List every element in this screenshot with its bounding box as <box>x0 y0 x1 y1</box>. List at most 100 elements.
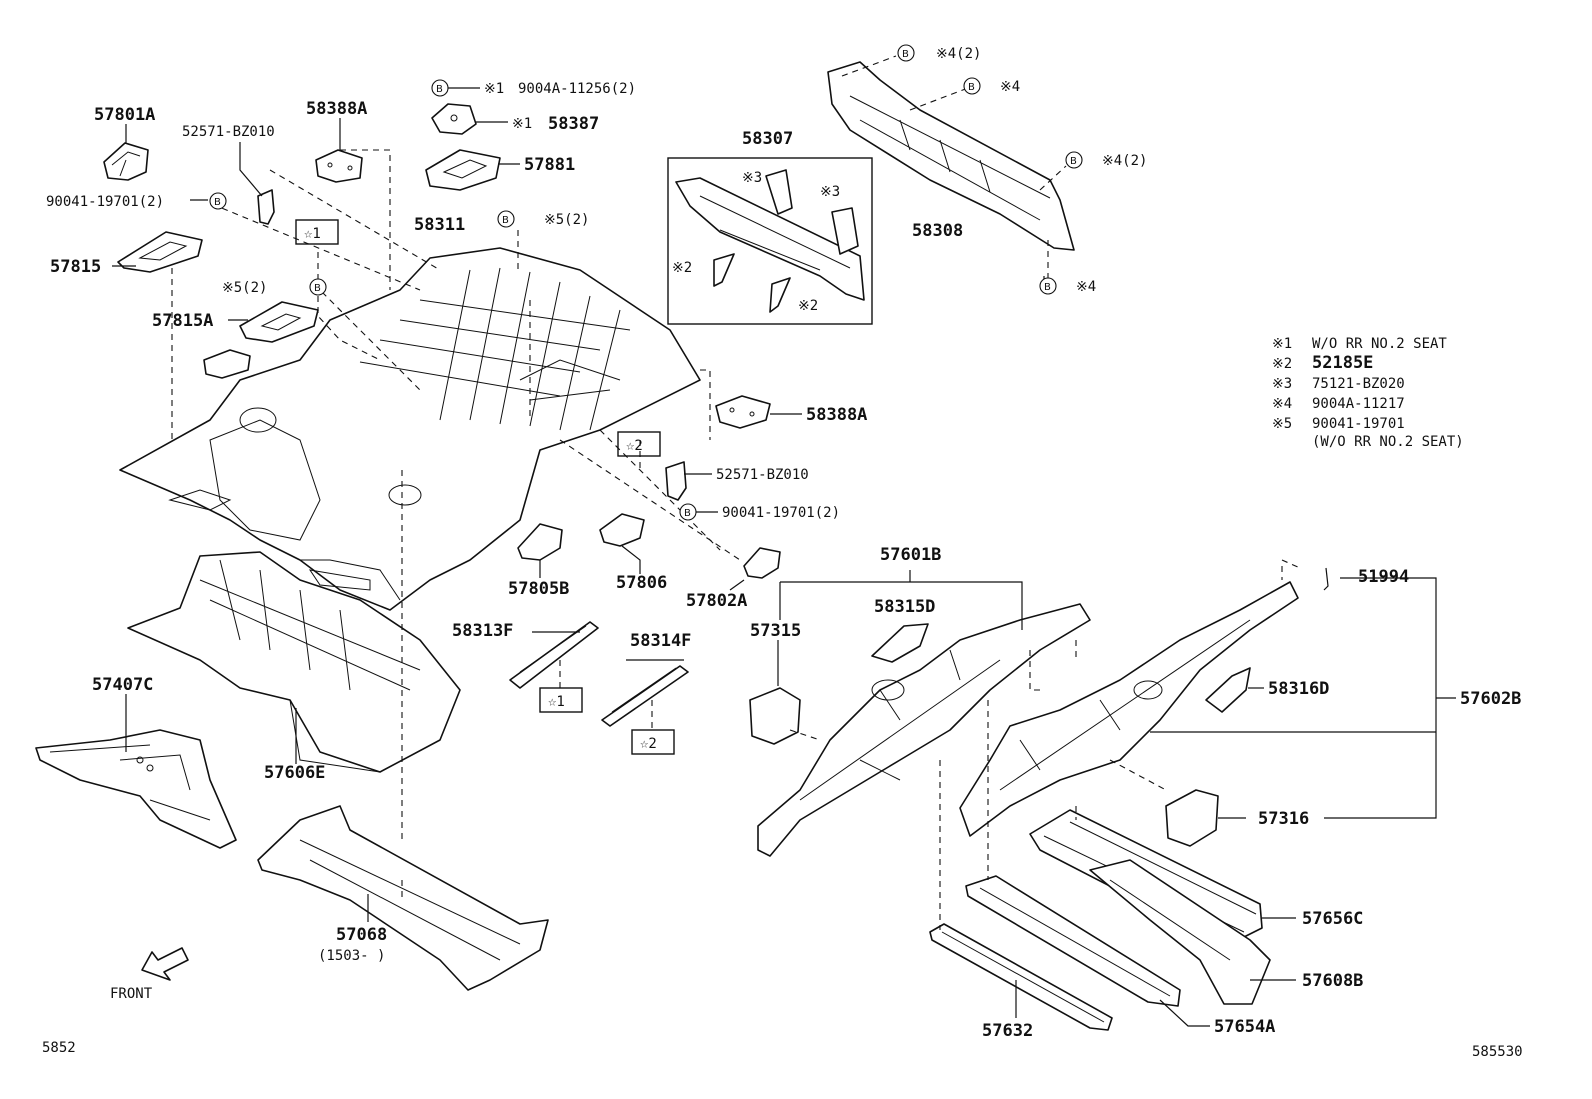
star-box-2-low: ☆2 <box>631 729 675 755</box>
legend-text-2: 52185E <box>1312 353 1373 373</box>
label-57656c: 57656C <box>1302 909 1363 929</box>
group-58307-box <box>667 157 873 325</box>
svg-text:☆1: ☆1 <box>304 226 321 242</box>
part-57606e-shape <box>127 551 461 773</box>
label-57881: 57881 <box>524 155 575 175</box>
legend-mark-3: ※3 <box>1272 376 1292 392</box>
part-57316-shape <box>1165 789 1219 847</box>
legend-text-4: 9004A-11217 <box>1312 396 1405 412</box>
note-kome2-b: ※2 <box>798 298 818 314</box>
code-left: 5852 <box>42 1040 76 1056</box>
label-51994: 51994 <box>1358 567 1409 587</box>
label-front: FRONT <box>110 986 153 1002</box>
part-58388a-top-shape <box>315 149 363 183</box>
part-57407c-shape <box>35 729 237 849</box>
svg-text:B: B <box>214 197 221 208</box>
label-57806: 57806 <box>616 573 667 593</box>
label-9004a-11256: 9004A-11256(2) <box>518 81 636 97</box>
note-kome5-2-b: ※5(2) <box>222 280 267 296</box>
bolt-marker: B <box>1039 277 1057 295</box>
legend: ※1 W/O RR NO.2 SEAT ※2 52185E ※3 75121-B… <box>1272 336 1464 450</box>
part-57315-shape <box>749 687 801 745</box>
part-58388a-right-shape <box>715 395 771 429</box>
svg-text:B: B <box>1044 282 1051 293</box>
label-58388a-top: 58388A <box>306 99 367 119</box>
label-90041-19701-top: 90041-19701(2) <box>46 194 164 210</box>
label-52571-bz010-right: 52571-BZ010 <box>716 467 809 483</box>
part-58314f-shape <box>601 665 689 727</box>
legend-text-1: W/O RR NO.2 SEAT <box>1312 336 1447 352</box>
star-box-2-mid: ☆2 <box>617 431 661 457</box>
part-58315d-shape <box>871 623 929 663</box>
legend-mark-4: ※4 <box>1272 396 1292 412</box>
note-kome3-b: ※3 <box>820 184 840 200</box>
part-57815-shape <box>117 231 203 273</box>
svg-text:☆2: ☆2 <box>640 736 657 752</box>
label-58308: 58308 <box>912 221 963 241</box>
part-57801a-shape <box>103 142 149 181</box>
label-57407c: 57407C <box>92 675 153 695</box>
svg-text:B: B <box>684 508 691 519</box>
label-57632: 57632 <box>982 1021 1033 1041</box>
legend-text-6: (W/O RR NO.2 SEAT) <box>1312 434 1464 450</box>
part-57806-shape <box>599 513 645 547</box>
star-box-1-low: ☆1 <box>539 687 583 713</box>
legend-mark-2: ※2 <box>1272 356 1292 372</box>
note-kome1-58387: ※1 <box>512 116 532 132</box>
label-52571-bz010-top: 52571-BZ010 <box>182 124 275 140</box>
front-arrow-icon <box>141 947 189 981</box>
legend-text-5: 90041-19701 <box>1312 416 1405 432</box>
part-58308-shape <box>827 61 1075 251</box>
label-90041-19701-right: 90041-19701(2) <box>722 505 840 521</box>
label-57068: 57068 <box>336 925 387 945</box>
part-57602b-shape <box>959 581 1299 837</box>
label-58307: 58307 <box>742 129 793 149</box>
part-58313f-shape <box>509 621 599 689</box>
label-58387: 58387 <box>548 114 599 134</box>
label-58315d: 58315D <box>874 597 935 617</box>
label-57602b: 57602B <box>1460 689 1521 709</box>
part-57881-shape <box>425 149 501 191</box>
part-52571-top-shape <box>257 189 275 225</box>
bolt-marker: B <box>431 79 449 97</box>
svg-text:☆1: ☆1 <box>548 694 565 710</box>
label-57815a: 57815A <box>152 311 213 331</box>
label-58388a-right: 58388A <box>806 405 867 425</box>
label-57606e: 57606E <box>264 763 325 783</box>
note-kome4-2-top: ※4(2) <box>936 46 981 62</box>
note-kome5-2-a: ※5(2) <box>544 212 589 228</box>
part-57608b-shape <box>1089 859 1271 1005</box>
bolt-marker: B <box>209 192 227 210</box>
bolt-marker: B <box>309 278 327 296</box>
part-51994-shape <box>1323 567 1329 591</box>
label-57801a: 57801A <box>94 105 155 125</box>
part-57068-shape <box>257 805 549 991</box>
svg-text:B: B <box>502 215 509 226</box>
part-57601b-shape <box>757 603 1091 857</box>
label-57601b: 57601B <box>880 545 941 565</box>
label-58313f: 58313F <box>452 621 513 641</box>
label-58314f: 58314F <box>630 631 691 651</box>
part-57805b-shape <box>517 523 563 561</box>
label-57805b: 57805B <box>508 579 569 599</box>
note-kome4-2-right: ※4(2) <box>1102 153 1147 169</box>
part-57632-shape <box>929 923 1113 1031</box>
svg-text:B: B <box>968 82 975 93</box>
bolt-marker: B <box>497 210 515 228</box>
legend-text-3: 75121-BZ020 <box>1312 376 1405 392</box>
label-57815: 57815 <box>50 257 101 277</box>
legend-mark-5: ※5 <box>1272 416 1292 432</box>
part-57815a-shape <box>239 301 319 343</box>
label-57654a: 57654A <box>1214 1017 1275 1037</box>
svg-text:☆2: ☆2 <box>626 438 643 454</box>
label-58311: 58311 <box>414 215 465 235</box>
svg-text:B: B <box>314 283 321 294</box>
svg-text:B: B <box>436 84 443 95</box>
svg-text:B: B <box>902 49 909 60</box>
code-right: 585530 <box>1472 1044 1523 1060</box>
bolt-marker: B <box>897 44 915 62</box>
label-58316d: 58316D <box>1268 679 1329 699</box>
part-52571-right-shape <box>665 461 687 501</box>
bolt-marker: B <box>963 77 981 95</box>
label-57315: 57315 <box>750 621 801 641</box>
